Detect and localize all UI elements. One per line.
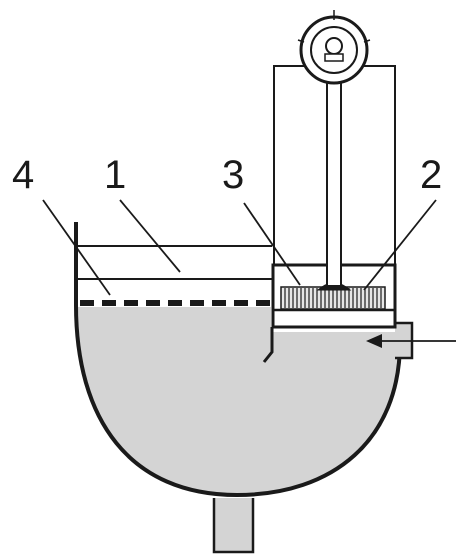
label-4: 4 <box>12 153 34 197</box>
inlet-arrow <box>366 334 456 348</box>
label-1: 1 <box>104 153 126 197</box>
vessel-wall <box>74 222 402 498</box>
piston-rod <box>326 77 342 287</box>
gauge-dial <box>297 10 371 85</box>
hatched-block <box>280 286 386 310</box>
label-2: 2 <box>420 153 442 197</box>
label-3: 3 <box>222 153 244 197</box>
outlet-pipe <box>212 498 255 554</box>
liquid-fill <box>78 307 400 495</box>
leader-4 <box>42 199 111 296</box>
leader-1 <box>119 199 181 273</box>
leader-2 <box>363 199 437 291</box>
baffle-plate <box>262 327 274 363</box>
leader-3 <box>243 202 301 286</box>
